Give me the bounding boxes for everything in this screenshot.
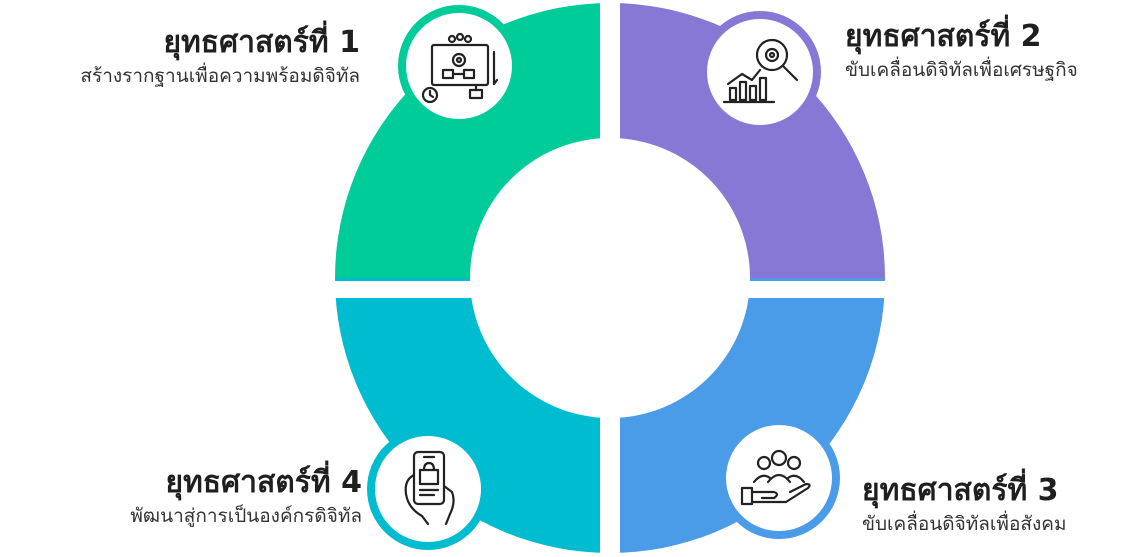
strategy-1-icon-badge <box>398 5 520 127</box>
smartphone-shopping-icon <box>404 450 455 526</box>
strategy-1-subtitle: สร้างรากฐานเพื่อความพร้อมดิจิทัล <box>80 65 360 87</box>
ring-vertical-gap <box>600 0 620 557</box>
strategy-3-label: ยุทธศาสตร์ที่ 3 ขับเคลื่อนดิจิทัลเพื่อสั… <box>862 472 1066 538</box>
strategy-1-title: ยุทธศาสตร์ที่ 1 <box>163 25 360 60</box>
strategy-2-title: ยุทธศาสตร์ที่ 2 <box>845 19 1042 54</box>
strategy-4-subtitle: พัฒนาสู่การเป็นองค์กรดิจิทัล <box>130 505 362 527</box>
strategy-3-icon-badge <box>718 417 840 539</box>
community-hand-icon <box>740 449 811 506</box>
analytics-magnifier-icon <box>722 38 799 104</box>
strategy-3-title: ยุทธศาสตร์ที่ 3 <box>862 473 1059 508</box>
strategy-4-title: ยุทธศาสตร์ที่ 4 <box>165 465 362 500</box>
strategy-4-icon-badge <box>367 428 489 550</box>
ring-horizontal-gap <box>300 281 920 298</box>
strategy-2-icon-badge <box>699 11 821 133</box>
strategy-4-label: ยุทธศาสตร์ที่ 4 พัฒนาสู่การเป็นองค์กรดิจ… <box>130 464 362 530</box>
strategy-2-subtitle: ขับเคลื่อนดิจิทัลเพื่อเศรษฐกิจ <box>845 59 1078 81</box>
strategy-2-label: ยุทธศาสตร์ที่ 2 ขับเคลื่อนดิจิทัลเพื่อเศ… <box>845 18 1078 84</box>
strategy-1-label: ยุทธศาสตร์ที่ 1 สร้างรากฐานเพื่อความพร้อ… <box>80 24 360 90</box>
planning-board-icon <box>421 32 499 104</box>
strategy-3-subtitle: ขับเคลื่อนดิจิทัลเพื่อสังคม <box>862 513 1067 535</box>
